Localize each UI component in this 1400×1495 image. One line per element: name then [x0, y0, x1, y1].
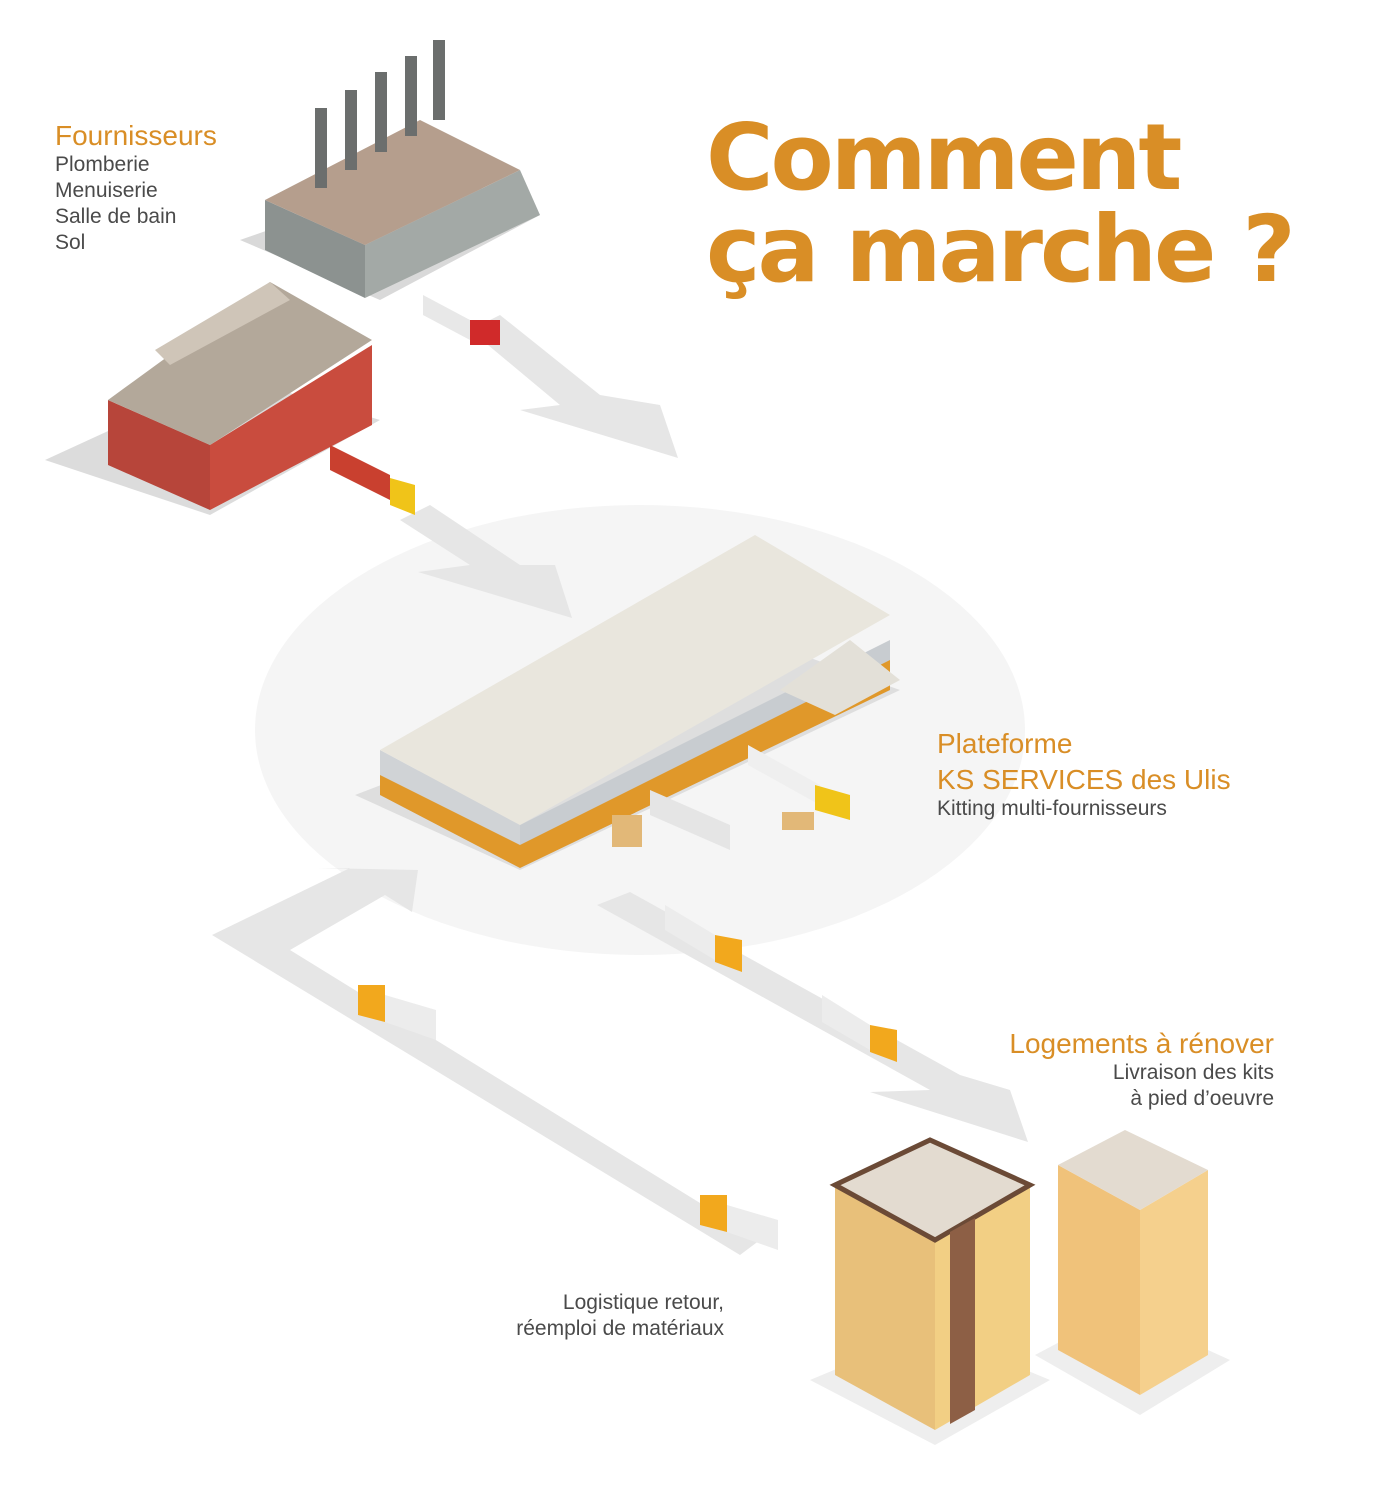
supplier-item: Salle de bain — [55, 205, 177, 228]
supplier-item: Plomberie — [55, 153, 150, 176]
supplier-warehouse — [45, 282, 380, 515]
supplier-item: Sol — [55, 231, 86, 254]
housing-line1: Livraison des kits — [1112, 1061, 1274, 1084]
suppliers-block: Fournisseurs Plomberie Menuiserie Salle … — [55, 120, 217, 256]
housing-heading: Logements à rénover — [1009, 1028, 1274, 1059]
factory-building — [240, 40, 540, 300]
return-logistics-block: Logistique retour, réemploi de matériaux — [516, 1290, 724, 1342]
suppliers-heading: Fournisseurs — [55, 120, 217, 151]
truck-return-2 — [700, 1195, 778, 1250]
arrow-return-to-platform — [212, 868, 760, 1255]
arrow-warehouse-to-platform — [400, 505, 572, 618]
platform-heading-line2: KS SERVICES des Ulis — [937, 764, 1231, 795]
return-line2: réemploi de matériaux — [516, 1317, 724, 1340]
truck-return-1 — [358, 985, 436, 1040]
truck-red — [423, 295, 500, 345]
truck-outbound-1 — [665, 905, 742, 972]
page-title-line1: Comment — [706, 104, 1182, 211]
supplier-item: Menuiserie — [55, 179, 158, 202]
apartment-building-1 — [810, 1137, 1050, 1445]
arrow-platform-to-housing — [597, 892, 1028, 1142]
housing-line2: à pied d’oeuvre — [1130, 1087, 1274, 1110]
platform-block: Plateforme KS SERVICES des Ulis Kitting … — [937, 728, 1231, 822]
platform-trucks-and-pallets — [612, 745, 850, 850]
return-line1: Logistique retour, — [562, 1291, 724, 1314]
truck-outbound-2 — [822, 995, 897, 1062]
apartment-building-2 — [1035, 1130, 1230, 1415]
platform-subtitle: Kitting multi-fournisseurs — [937, 797, 1167, 820]
arrow-factory-to-platform — [470, 315, 678, 458]
platform-heading-line1: Plateforme — [937, 728, 1073, 759]
page-title-line2: ça marche ? — [706, 196, 1296, 303]
housing-block: Logements à rénover Livraison des kits à… — [1009, 1028, 1274, 1112]
truck-yellow — [330, 445, 415, 515]
